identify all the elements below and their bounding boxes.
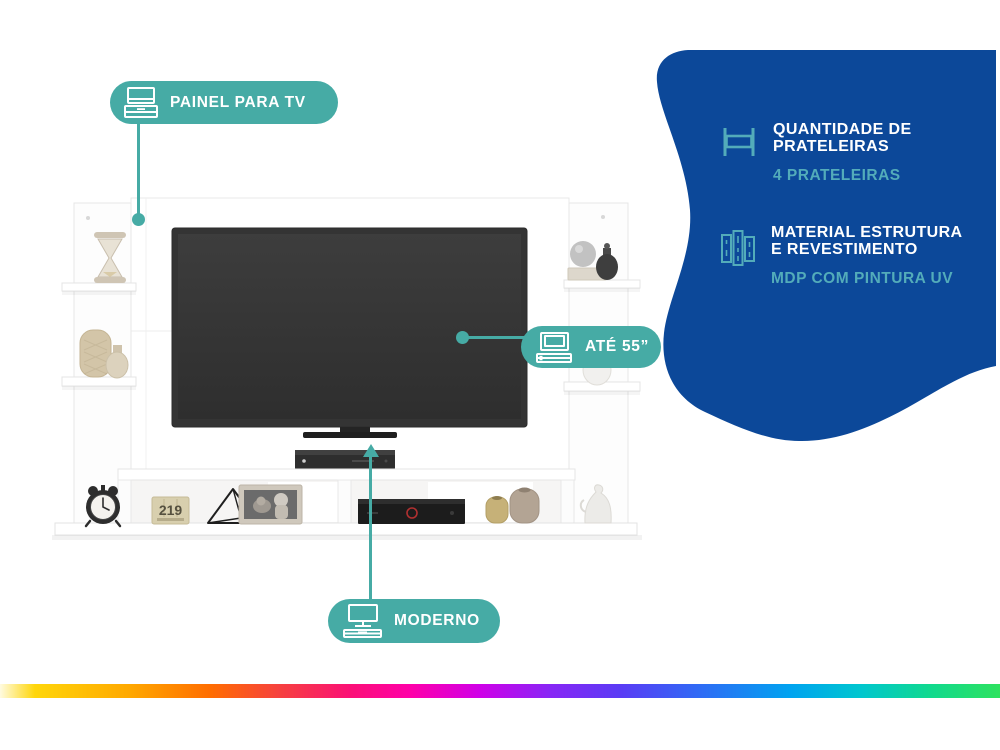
left-shelf-top [61, 282, 137, 292]
wood-material-icon [719, 224, 771, 268]
spec-title-line2: E REVESTIMENTO [771, 241, 918, 258]
tv-rack-icon [535, 331, 573, 364]
cat-statue [579, 484, 612, 524]
callout-ate-55: ATÉ 55” [521, 326, 661, 368]
rainbow-accent-bar [0, 684, 1000, 698]
callout-painel-para-tv: PAINEL PARA TV [110, 81, 338, 124]
bottom-board [54, 522, 638, 536]
connector-arrow-moderno [363, 444, 379, 457]
console-shelf-board [117, 468, 576, 481]
alarm-clock [84, 485, 122, 528]
tv-screen [178, 234, 521, 419]
callout-label: ATÉ 55” [585, 338, 650, 355]
tv-stand-neck [340, 427, 370, 434]
callout-moderno: MODERNO [328, 599, 500, 643]
photo-frame [238, 484, 303, 525]
screw-hole [86, 216, 90, 220]
spec-title-line1: MATERIAL ESTRUTURA [771, 224, 963, 241]
spec-title-line2: PRATELEIRAS [773, 138, 890, 155]
right-shelf-top [563, 279, 641, 289]
tv-stand-base [303, 432, 397, 438]
connector-dot-ate55 [456, 331, 469, 344]
spec-title-line1: QUANTIDADE DE [773, 121, 912, 138]
connector-line-moderno [369, 456, 372, 599]
left-shelf-bottom [61, 376, 137, 387]
lower-shelf-unit [52, 468, 642, 540]
connector-dot-painel [132, 213, 145, 226]
callout-label: MODERNO [394, 612, 480, 629]
callout-label: PAINEL PARA TV [170, 93, 306, 111]
tv [171, 227, 528, 438]
screw-hole [601, 215, 605, 219]
spec-shelves: QUANTIDADE DE PRATELEIRAS 4 PRATELEIRAS [721, 121, 912, 185]
tv-panel-icon [124, 86, 158, 119]
calendar-cube: 219 [151, 496, 190, 525]
spec-material: MATERIAL ESTRUTURA E REVESTIMENTO MDP CO… [719, 224, 963, 288]
tv-stand-icon [342, 603, 382, 639]
spec-value: MDP COM PINTURA UV [771, 270, 954, 287]
decor-right-top [567, 241, 618, 281]
spec-value: 4 PRATELEIRAS [773, 167, 901, 184]
connector-line-ate55 [467, 336, 525, 339]
decor-vases-bottom [485, 487, 540, 524]
dvd-player [358, 499, 465, 524]
hourglass [94, 232, 126, 283]
calendar-number: 219 [159, 502, 183, 518]
game-console [295, 450, 395, 469]
connector-line-painel [137, 122, 140, 216]
decor-vases-left [79, 329, 129, 379]
shelf-icon [721, 121, 773, 159]
